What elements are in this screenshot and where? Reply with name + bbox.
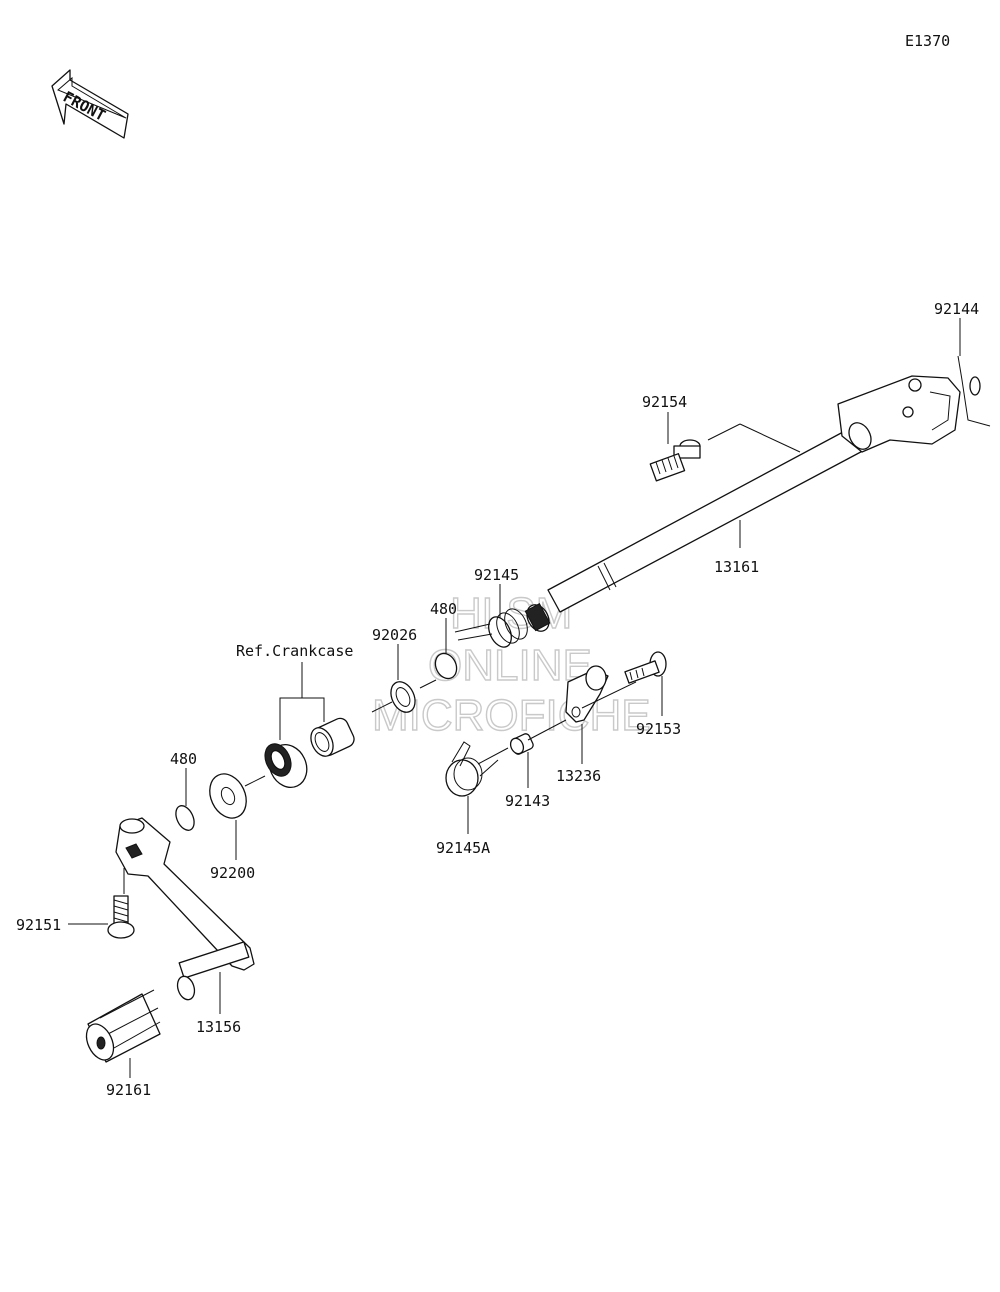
circlip-lower-part xyxy=(175,805,195,831)
watermark: HLSM ONLINE MICROFICHE xyxy=(371,588,651,740)
circlip-upper-part xyxy=(434,652,458,680)
watermark-line-3: MICROFICHE xyxy=(372,691,651,740)
shift-shaft-part xyxy=(524,375,961,632)
shift-pedal-part xyxy=(115,817,255,1001)
washer-92026-part xyxy=(390,681,416,713)
assembly-lines xyxy=(244,423,801,787)
label-92145a: 92145A xyxy=(436,839,490,857)
label-13156: 13156 xyxy=(196,1018,241,1036)
pedal-rubber-part xyxy=(85,989,161,1063)
label-92161: 92161 xyxy=(106,1081,151,1099)
label-92153: 92153 xyxy=(636,720,681,738)
diagram-code: E1370 xyxy=(905,32,950,50)
label-480-upper: 480 xyxy=(430,600,457,618)
label-480-lower: 480 xyxy=(170,750,197,768)
label-92145: 92145 xyxy=(474,566,519,584)
label-13161: 13161 xyxy=(714,558,759,576)
bolt-92154-part xyxy=(649,439,701,482)
spring-clip-part xyxy=(957,355,991,427)
label-92151: 92151 xyxy=(16,916,61,934)
front-arrow-icon: FRONT xyxy=(51,69,129,139)
needle-bearing-part xyxy=(310,717,355,757)
lever-part xyxy=(565,665,609,723)
oil-seal-part xyxy=(264,743,308,788)
spring-92145a-part xyxy=(445,741,499,797)
washer-92200-part xyxy=(209,773,247,819)
leader-lines xyxy=(68,318,961,1078)
bolt-92151-part xyxy=(107,895,135,939)
label-13236: 13236 xyxy=(556,767,601,785)
label-92200: 92200 xyxy=(210,864,255,882)
part-labels: 92144 92154 13161 92145 480 92026 Ref.Cr… xyxy=(16,300,979,1099)
label-92144: 92144 xyxy=(934,300,979,318)
label-92143: 92143 xyxy=(505,792,550,810)
label-92154: 92154 xyxy=(642,393,687,411)
label-92026: 92026 xyxy=(372,626,417,644)
return-spring-part xyxy=(454,608,528,648)
label-ref-crankcase: Ref.Crankcase xyxy=(236,642,353,660)
bolt-92153-part xyxy=(624,651,667,684)
collar-part xyxy=(509,733,534,755)
